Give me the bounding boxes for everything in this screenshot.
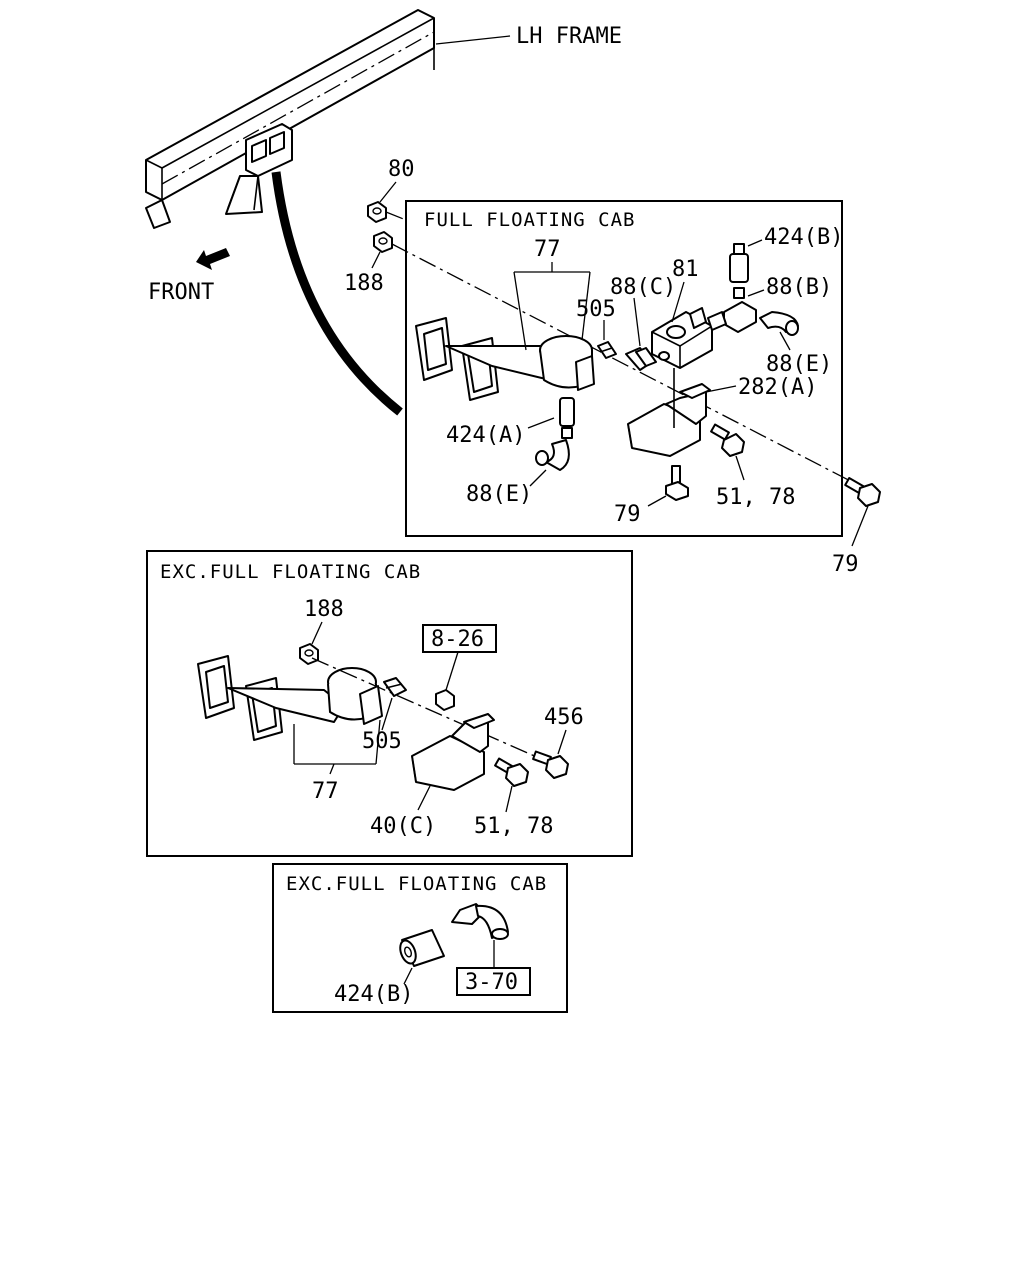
nut-188-exc bbox=[299, 643, 319, 665]
lh-frame-rail bbox=[145, 9, 435, 229]
bolt-79-center bbox=[665, 465, 689, 501]
label-51-78-full: 51, 78 bbox=[716, 485, 795, 510]
label-77-exc: 77 bbox=[312, 779, 339, 804]
valve-block-81 bbox=[651, 307, 713, 369]
ref-3-70[interactable]: 3-70 bbox=[465, 970, 518, 995]
label-77-full: 77 bbox=[534, 237, 561, 262]
bolt-456 bbox=[532, 750, 569, 779]
spacer-8-26 bbox=[435, 689, 455, 711]
bracket-282a bbox=[627, 383, 711, 457]
spacer-424b-top bbox=[729, 243, 749, 283]
ref-8-26[interactable]: 8-26 bbox=[431, 627, 484, 652]
label-456: 456 bbox=[544, 705, 584, 730]
front-label: FRONT bbox=[148, 280, 214, 305]
elbow-fitting-3-70 bbox=[451, 903, 509, 940]
label-505-full: 505 bbox=[576, 297, 616, 322]
bracket-40c bbox=[411, 713, 495, 791]
frame-bracket bbox=[225, 123, 293, 215]
cab-mount-arm-77-exc bbox=[197, 655, 383, 741]
label-40c: 40(C) bbox=[370, 814, 436, 839]
exc-panel-2-title: EXC.FULL FLOATING CAB bbox=[286, 873, 547, 895]
ref-3-70-box[interactable] bbox=[456, 967, 531, 996]
label-80: 80 bbox=[388, 157, 415, 182]
label-79-outer: 79 bbox=[832, 552, 859, 577]
nut-80 bbox=[367, 201, 387, 223]
full-floating-cab-panel bbox=[405, 200, 843, 537]
lh-frame-label: LH FRAME bbox=[516, 24, 622, 49]
label-88b: 88(B) bbox=[766, 275, 832, 300]
bolt-51-78-full bbox=[710, 423, 745, 457]
detail-callout-arrow bbox=[271, 171, 403, 416]
front-arrow-icon bbox=[196, 248, 230, 270]
fitting-88c bbox=[625, 347, 657, 371]
tee-88b bbox=[707, 287, 757, 333]
lh-frame-leader bbox=[435, 35, 511, 45]
exc-full-floating-cab-panel-2 bbox=[272, 863, 568, 1013]
label-505-exc: 505 bbox=[362, 729, 402, 754]
label-424b-exc: 424(B) bbox=[334, 982, 413, 1007]
elbow-88e-right bbox=[759, 311, 799, 336]
exc-full-floating-cab-panel-1 bbox=[146, 550, 633, 857]
spacer-424b-exc bbox=[399, 929, 445, 967]
label-188-exc: 188 bbox=[304, 597, 344, 622]
label-51-78-exc: 51, 78 bbox=[474, 814, 553, 839]
clip-505-exc bbox=[383, 677, 407, 697]
label-88e-right: 88(E) bbox=[766, 352, 832, 377]
elbow-88e-left bbox=[535, 439, 570, 471]
label-79-center: 79 bbox=[614, 502, 641, 527]
ref-8-26-box[interactable] bbox=[422, 624, 497, 653]
label-282a: 282(A) bbox=[738, 375, 817, 400]
nut-188 bbox=[373, 231, 393, 253]
cab-mount-arm-77 bbox=[415, 317, 595, 401]
spacer-424a bbox=[559, 397, 575, 439]
label-424b-full: 424(B) bbox=[764, 225, 843, 250]
label-424a: 424(A) bbox=[446, 423, 525, 448]
label-188-outer: 188 bbox=[344, 271, 384, 296]
bolt-79-outer bbox=[844, 477, 881, 507]
exc-panel-1-title: EXC.FULL FLOATING CAB bbox=[160, 561, 421, 583]
clip-505 bbox=[597, 341, 617, 359]
label-88e-left: 88(E) bbox=[466, 482, 532, 507]
label-81: 81 bbox=[672, 257, 699, 282]
bolt-51-78-exc bbox=[494, 757, 529, 787]
label-88c: 88(C) bbox=[610, 275, 676, 300]
full-floating-cab-title: FULL FLOATING CAB bbox=[424, 209, 635, 231]
